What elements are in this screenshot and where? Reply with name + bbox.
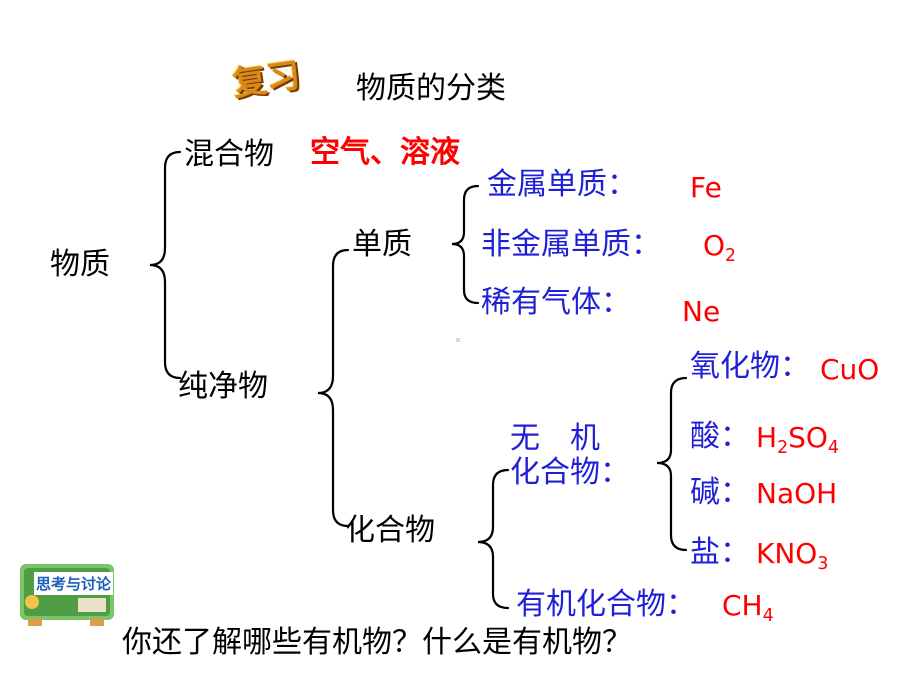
node-substance: 物质 bbox=[50, 247, 110, 282]
formula-acid: H2SO4 bbox=[756, 421, 839, 459]
node-salt: 盐： bbox=[690, 535, 750, 570]
formula-base: NaOH bbox=[756, 477, 838, 510]
node-nonmetal-element: 非金属单质： bbox=[481, 227, 661, 262]
mixture-examples: 空气、溶液 bbox=[310, 135, 460, 170]
formula-organic: CH4 bbox=[722, 589, 774, 627]
brace-pure bbox=[317, 248, 350, 528]
node-metal-element: 金属单质： bbox=[487, 167, 637, 202]
brace-inorganic bbox=[656, 376, 688, 552]
diagram-title: 物质的分类 bbox=[356, 71, 506, 106]
node-oxide: 氧化物： bbox=[690, 349, 810, 384]
node-element: 单质 bbox=[352, 227, 412, 262]
node-mixture: 混合物 bbox=[184, 137, 274, 172]
brace-element bbox=[451, 184, 480, 305]
node-inorganic-line2: 化合物： bbox=[510, 455, 630, 490]
node-acid: 酸： bbox=[690, 419, 750, 454]
node-compound: 化合物 bbox=[345, 513, 435, 548]
think-discuss-badge: 思考与讨论 bbox=[18, 558, 118, 630]
example-metal: Fe bbox=[690, 171, 722, 204]
brace-compound bbox=[477, 468, 510, 610]
discussion-question: 你还了解哪些有机物？什么是有机物？ bbox=[122, 625, 632, 660]
node-base: 碱： bbox=[690, 475, 750, 510]
think-discuss-label: 思考与讨论 bbox=[34, 572, 114, 595]
formula-salt: KNO3 bbox=[756, 537, 829, 575]
example-nonmetal: O2 bbox=[703, 229, 737, 267]
node-organic: 有机化合物： bbox=[516, 587, 696, 622]
example-noble-gas: Ne bbox=[682, 295, 721, 328]
node-pure-substance: 纯净物 bbox=[178, 369, 268, 404]
formula-oxide: CuO bbox=[820, 353, 880, 386]
brace-substance bbox=[149, 150, 182, 380]
node-inorganic-line1: 无 机 bbox=[510, 421, 600, 456]
node-noble-gas: 稀有气体： bbox=[481, 285, 631, 320]
